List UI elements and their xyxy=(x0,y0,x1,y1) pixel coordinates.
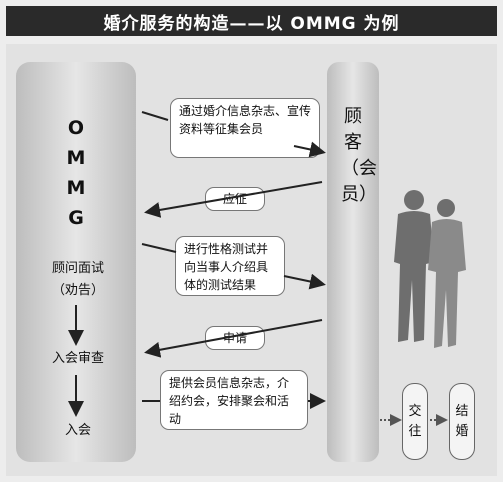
arrow-apply-response xyxy=(144,181,323,218)
flow-application-box: 申请 xyxy=(205,326,265,350)
customer-column xyxy=(327,62,379,462)
step-membership: 入会 xyxy=(64,423,91,438)
arrow-application xyxy=(144,319,323,358)
step-screening: 入会审查 xyxy=(51,351,104,366)
arrow-test xyxy=(141,243,177,253)
outcome-dating: 交往 xyxy=(402,383,428,460)
outcome-marriage: 结婚 xyxy=(449,383,475,460)
flow-recruit-box: 通过婚介信息杂志、宣传资料等征集会员 xyxy=(170,98,320,158)
diagram-title: 婚介服务的构造——以 OMMG 为例 xyxy=(6,6,497,36)
flow-test-box: 进行性格测试并向当事人介绍具体的测试结果 xyxy=(175,236,285,296)
ommg-label: OMMG xyxy=(66,117,86,229)
flow-apply-response-box: 应征 xyxy=(205,187,265,211)
couple-figures xyxy=(394,190,466,348)
arrow-recruit xyxy=(141,111,169,121)
flow-service-box: 提供会员信息杂志，介绍约会，安排聚会和活动 xyxy=(160,370,308,430)
step-interview: 顾问面试 （劝告） xyxy=(51,261,104,298)
